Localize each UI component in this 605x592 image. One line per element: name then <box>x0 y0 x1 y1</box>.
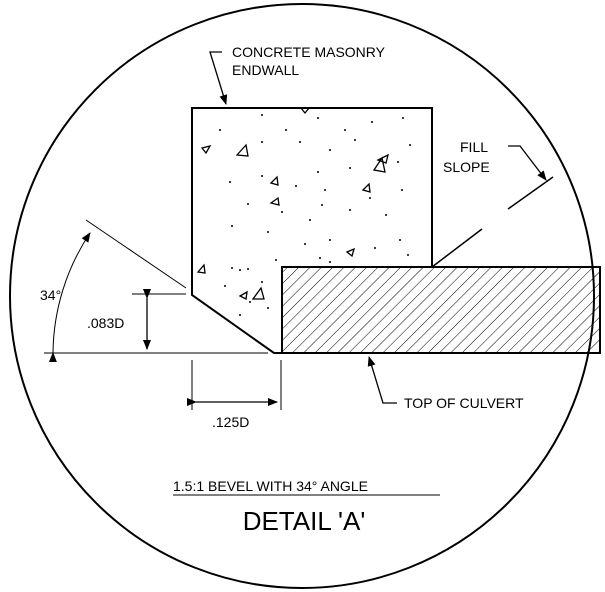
angle-arc <box>48 232 91 363</box>
detail-title: DETAIL 'A' <box>243 506 366 536</box>
culvert-label: TOP OF CULVERT <box>404 395 524 411</box>
endwall-label-line2: ENDWALL <box>232 62 299 78</box>
culvert-section <box>281 266 601 354</box>
endwall-leader <box>209 51 228 105</box>
detail-subtitle: 1.5:1 BEVEL WITH 34° ANGLE <box>173 478 368 494</box>
concrete-stipple <box>219 114 411 316</box>
fill-slope-label-line2: SLOPE <box>443 159 490 175</box>
angle-ray <box>85 219 187 289</box>
angle-label: 34° <box>40 287 61 303</box>
fill-slope-line <box>431 228 483 268</box>
fill-slope-label-line1: FILL <box>460 139 488 155</box>
endwall-label-line1: CONCRETE MASONRY <box>232 44 386 60</box>
endwall-outline <box>191 107 433 354</box>
fill-slope-leader <box>508 145 547 181</box>
fill-slope-line-upper <box>507 176 554 210</box>
horizontal-dim-label: .125D <box>212 414 249 430</box>
concrete-aggregate <box>196 107 389 300</box>
vertical-dim-label: .083D <box>87 315 124 331</box>
culvert-leader <box>367 356 397 404</box>
